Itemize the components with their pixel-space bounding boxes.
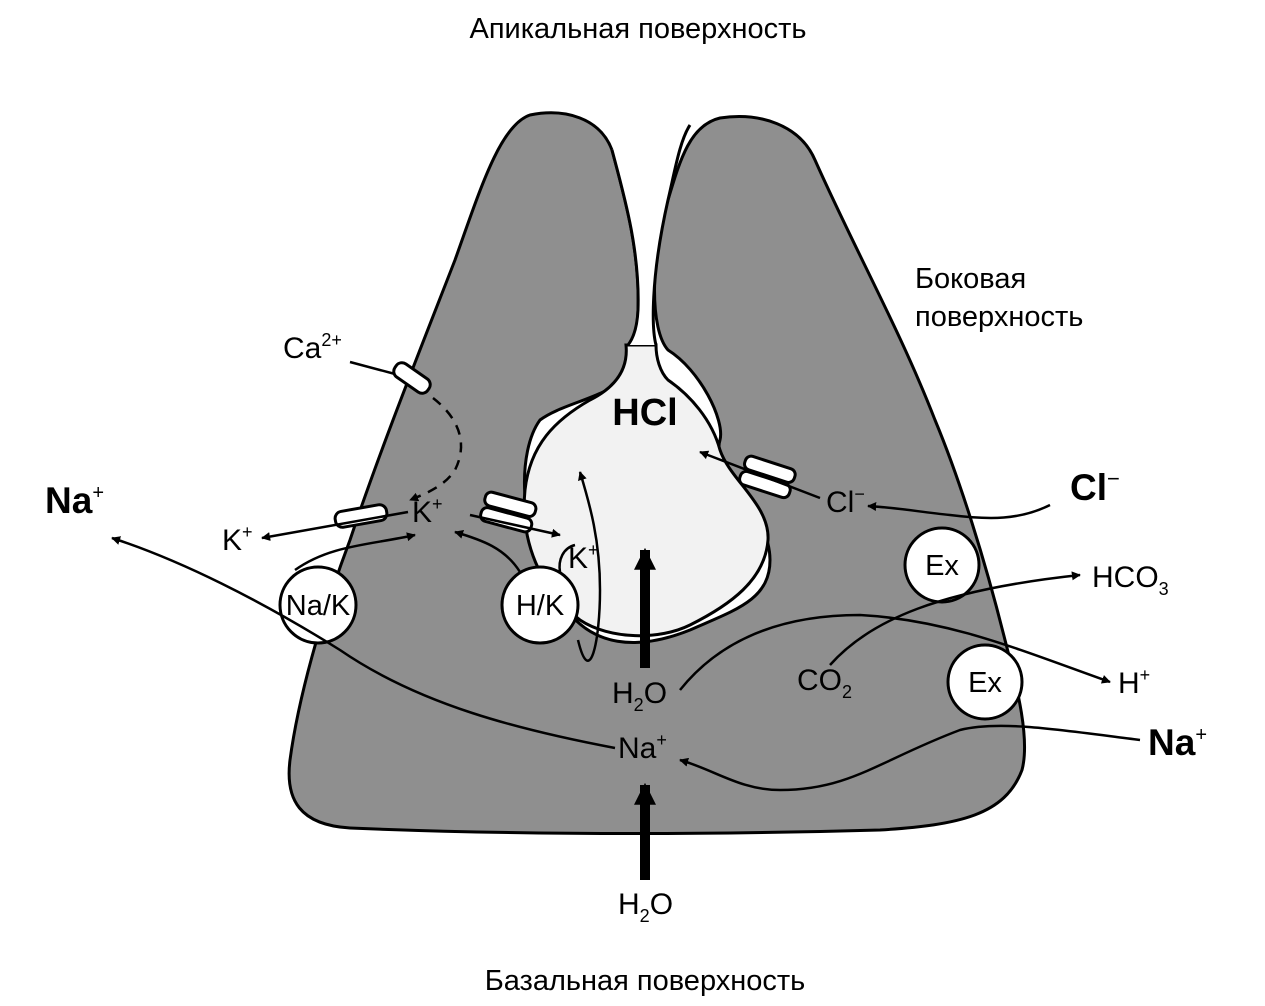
ca-dashed-path: [409, 397, 463, 502]
h-plus-label: H+: [1118, 665, 1150, 700]
svg-text:H2O: H2O: [612, 677, 667, 715]
svg-text:Cl−: Cl−: [1070, 466, 1120, 508]
k-left-label: K+: [222, 522, 253, 557]
exchanger-upper-label: Ex: [925, 550, 959, 582]
na-efflux-path: [111, 536, 616, 750]
nak-to-k-arrow: [294, 532, 416, 572]
svg-text:Na+: Na+: [45, 480, 104, 521]
exchanger-upper: Ex: [903, 526, 981, 604]
na-k-pump: Na/K: [278, 565, 358, 645]
co2-label: CO2: [797, 664, 852, 702]
k-basolateral-efflux: [261, 510, 409, 542]
svg-text:HCO3: HCO3: [1092, 561, 1169, 599]
svg-text:K+: K+: [412, 494, 443, 529]
svg-text:H+: H+: [1118, 665, 1150, 700]
k-to-apical-channel: [469, 513, 561, 538]
svg-text:K+: K+: [222, 522, 253, 557]
exchanger-lower: Ex: [946, 643, 1024, 721]
cleft-outline-right: [651, 124, 692, 346]
cl-entry-path: [867, 502, 1051, 520]
lateral-surface-label-2: поверхность: [915, 301, 1083, 333]
hk-h-secretion: [576, 471, 602, 662]
na-middle-label: Na+: [618, 730, 667, 765]
na-left-label: Na+: [45, 480, 104, 521]
svg-text:K+: K+: [568, 540, 599, 575]
lateral-surface-label-1: Боковая: [915, 263, 1026, 295]
svg-text:Cl−: Cl−: [826, 484, 865, 519]
hk-k-return: [454, 529, 522, 573]
cl-outside-label: Cl−: [1070, 466, 1120, 508]
hco3-label: HCO3: [1092, 561, 1169, 599]
exchanger-lower-label: Ex: [968, 667, 1002, 699]
apical-surface-label: Апикальная поверхность: [469, 13, 806, 45]
cleft-outline-left: [610, 149, 640, 346]
ca-label: Ca2+: [283, 330, 342, 365]
h-k-pump-label: H/K: [516, 590, 565, 622]
cl-inside-label: Cl−: [826, 484, 865, 519]
k-hk-label: K+: [568, 540, 599, 575]
apical-cleft: [612, 125, 690, 345]
svg-text:Na+: Na+: [1148, 722, 1207, 763]
h-plus-efflux: [679, 613, 1111, 691]
hco3-efflux: [829, 571, 1081, 666]
flow-arrows: [111, 360, 1141, 792]
svg-text:Ca2+: Ca2+: [283, 330, 342, 365]
cl-into-lumen: [699, 450, 821, 500]
calcium-channel: [392, 361, 432, 395]
hcl-label: HCl: [612, 392, 677, 434]
na-right-label: Na+: [1148, 722, 1207, 763]
h2o-middle-label: H2O: [612, 677, 667, 715]
na-entry-path: [679, 724, 1141, 792]
k-center-label: K+: [412, 494, 443, 529]
hk-k-hook: [558, 543, 576, 573]
h-k-pump: H/K: [500, 565, 580, 645]
na-k-pump-label: Na/K: [286, 590, 351, 622]
chloride-channel: [738, 454, 797, 500]
svg-text:H2O: H2O: [618, 888, 673, 926]
secretory-canaliculus: [522, 343, 770, 638]
basal-surface-label: Базальная поверхность: [485, 965, 806, 997]
ca-entry-line: [349, 360, 396, 376]
svg-text:CO2: CO2: [797, 664, 852, 702]
h2o-bottom-label: H2O: [618, 888, 673, 926]
svg-text:Na+: Na+: [618, 730, 667, 765]
